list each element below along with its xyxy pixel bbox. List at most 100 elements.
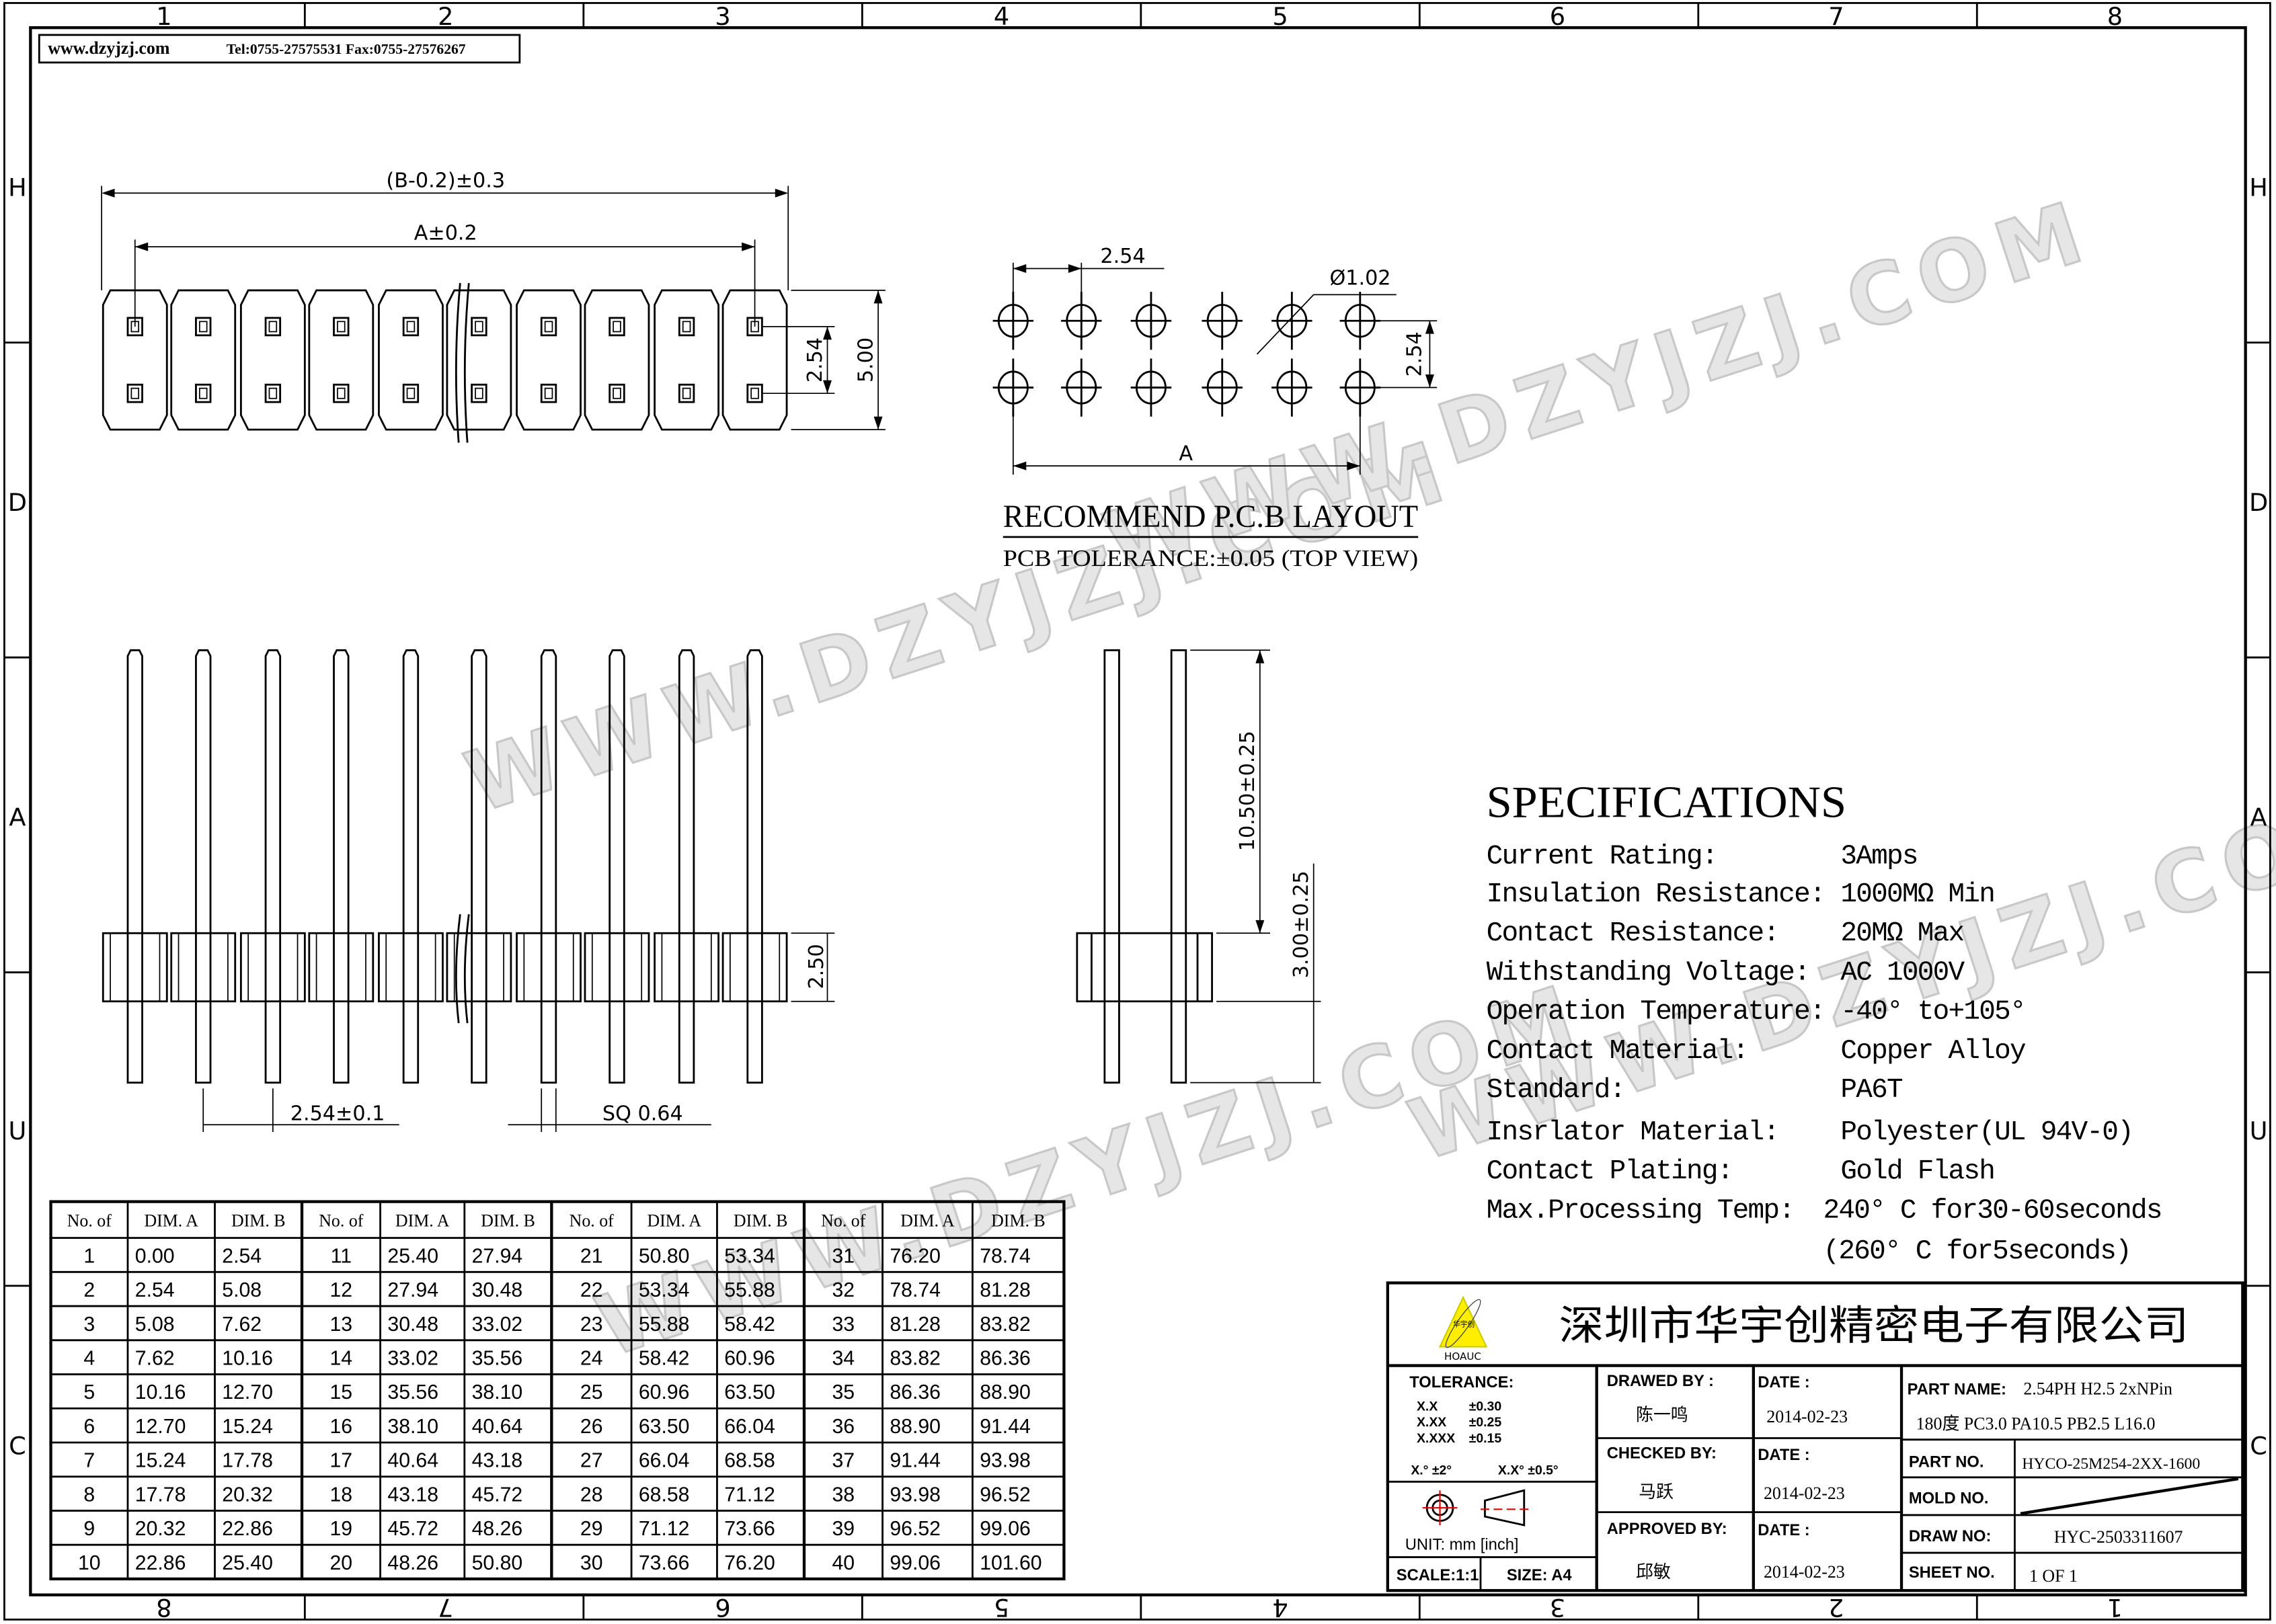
table-cell-dim-a: 5.08	[135, 1313, 175, 1336]
table-cell-no: 39	[832, 1518, 855, 1540]
zone-row-label: C	[2250, 1431, 2267, 1460]
table-cell-dim-b: 33.02	[472, 1313, 523, 1336]
table-cell-dim-a: 50.80	[639, 1245, 690, 1267]
table-cell-dim-b: 81.28	[980, 1279, 1031, 1301]
tolerance-value: ±0.25	[1469, 1415, 1502, 1430]
overall-length-dim: (B-0.2)±0.3	[386, 169, 505, 193]
table-cell-dim-a: 45.72	[387, 1518, 438, 1540]
pin-square	[333, 317, 350, 337]
spec-value: PA6T	[1840, 1075, 1903, 1106]
table-cell-dim-a: 38.10	[387, 1416, 438, 1438]
table-cell-dim-b: 38.10	[472, 1381, 523, 1404]
table-cell-no: 25	[580, 1381, 603, 1404]
approved-by-label: APPROVED BY:	[1607, 1520, 1727, 1538]
zone-column-label: 2	[438, 2, 453, 31]
table-cell-no: 26	[580, 1416, 603, 1438]
pin	[540, 649, 557, 1084]
spec-value: 3Amps	[1840, 842, 1917, 872]
table-cell-dim-b: 78.74	[980, 1245, 1031, 1267]
zone-column-label: 4	[994, 2, 1009, 31]
table-cell-dim-a: 96.52	[890, 1518, 941, 1540]
table-cell-no: 20	[330, 1552, 353, 1574]
zone-column-label: 7	[1828, 2, 1844, 31]
pin-square-inner	[544, 387, 553, 399]
pin-square-inner	[682, 387, 691, 399]
table-cell-no: 27	[580, 1450, 603, 1472]
tolerance-precision: X.XXX	[1417, 1431, 1455, 1446]
pin-square	[471, 317, 487, 337]
table-cell-dim-b: 7.62	[222, 1313, 262, 1336]
part-no-label: PART NO.	[1909, 1454, 1984, 1471]
angle-tolerance-2: X.X° ±0.5°	[1498, 1463, 1559, 1477]
table-cell-dim-b: 10.16	[222, 1348, 273, 1370]
drawed-date: 2014-02-23	[1766, 1407, 1848, 1426]
table-cell-dim-b: 71.12	[724, 1484, 775, 1506]
pin	[746, 649, 763, 1084]
angle-tolerance-1: X.° ±2°	[1411, 1463, 1452, 1477]
table-cell-no: 19	[330, 1518, 353, 1540]
spec-label: Current Rating:	[1487, 842, 1717, 872]
table-cell-dim-b: 66.04	[724, 1416, 775, 1438]
housing-segment	[102, 932, 168, 1003]
table-cell-dim-b: 2.54	[222, 1245, 262, 1267]
spec-label: Standard:	[1487, 1075, 1625, 1106]
table-cell-dim-a: 63.50	[639, 1416, 690, 1438]
pcb-row-pitch-dim: 2.54	[1403, 331, 1426, 376]
projection-symbol-icon	[1422, 1489, 1530, 1527]
checked-by-name: 马跃	[1639, 1482, 1674, 1502]
zone-column-label: 6	[715, 1593, 730, 1622]
table-cell-dim-a: 53.34	[639, 1279, 690, 1301]
tolerance-precision: X.X	[1417, 1399, 1438, 1414]
table-cell-dim-b: 53.34	[724, 1245, 775, 1267]
pin	[471, 649, 487, 1084]
header-strip: www.dzyjzj.com Tel:0755-27575531 Fax:075…	[38, 34, 521, 64]
company-logo: 华宇创 HOAUC	[1438, 1295, 1488, 1363]
zone-row-label: D	[2249, 488, 2268, 517]
approved-by-name: 邱敏	[1636, 1562, 1671, 1582]
table-cell-dim-a: 0.00	[135, 1245, 175, 1267]
pin-square-inner	[613, 387, 621, 399]
pin-square	[264, 317, 282, 337]
pin	[126, 649, 143, 1084]
pcb-pitch-dim: 2.54	[1100, 245, 1145, 268]
housing-cell	[584, 289, 650, 431]
table-cell-dim-a: 60.96	[639, 1381, 690, 1404]
housing-cell	[516, 289, 582, 431]
table-cell-dim-a: 22.86	[135, 1552, 186, 1574]
scale-label: SCALE:1:1	[1397, 1567, 1479, 1584]
spec-label: Withstanding Voltage:	[1487, 957, 1809, 988]
pin	[333, 649, 350, 1084]
table-cell-dim-b: 35.56	[472, 1348, 523, 1370]
table-cell-no: 38	[832, 1484, 855, 1506]
housing-segment	[239, 932, 306, 1003]
table-cell-dim-b: 25.40	[222, 1552, 273, 1574]
table-header: No. of	[821, 1211, 866, 1230]
housing-segment	[654, 932, 720, 1003]
table-cell-dim-a: 76.20	[890, 1245, 941, 1267]
zone-column-label: 5	[1272, 2, 1288, 31]
top-view: (B-0.2)±0.3 A±0.2 2.54 5.00	[101, 169, 886, 443]
pin-square	[333, 383, 350, 403]
table-cell-no: 34	[832, 1348, 855, 1370]
table-cell-dim-b: 96.52	[980, 1484, 1031, 1506]
table-cell-dim-b: 73.66	[724, 1518, 775, 1540]
pin-square	[609, 383, 625, 403]
table-cell-dim-a: 93.98	[890, 1484, 941, 1506]
table-cell-dim-b: 22.86	[222, 1518, 273, 1540]
housing-segment	[446, 932, 512, 1003]
table-cell-no: 8	[83, 1484, 95, 1506]
housing-segment	[516, 932, 582, 1003]
table-cell-no: 40	[832, 1552, 855, 1574]
table-cell-dim-b: 88.90	[980, 1381, 1031, 1404]
zone-row-label: C	[9, 1431, 26, 1460]
table-cell-dim-a: 35.56	[387, 1381, 438, 1404]
table-header: DIM. B	[231, 1211, 286, 1230]
pin-square-inner	[268, 321, 278, 333]
pin-square	[678, 317, 695, 337]
logo-brand: HOAUC	[1444, 1350, 1481, 1363]
table-cell-dim-a: 20.32	[135, 1518, 186, 1540]
zone-column-label: 3	[1550, 1593, 1565, 1622]
pin-square	[746, 383, 763, 403]
table-cell-dim-a: 55.88	[639, 1313, 690, 1336]
pin-pitch-dim: 2.54±0.1	[290, 1102, 385, 1126]
